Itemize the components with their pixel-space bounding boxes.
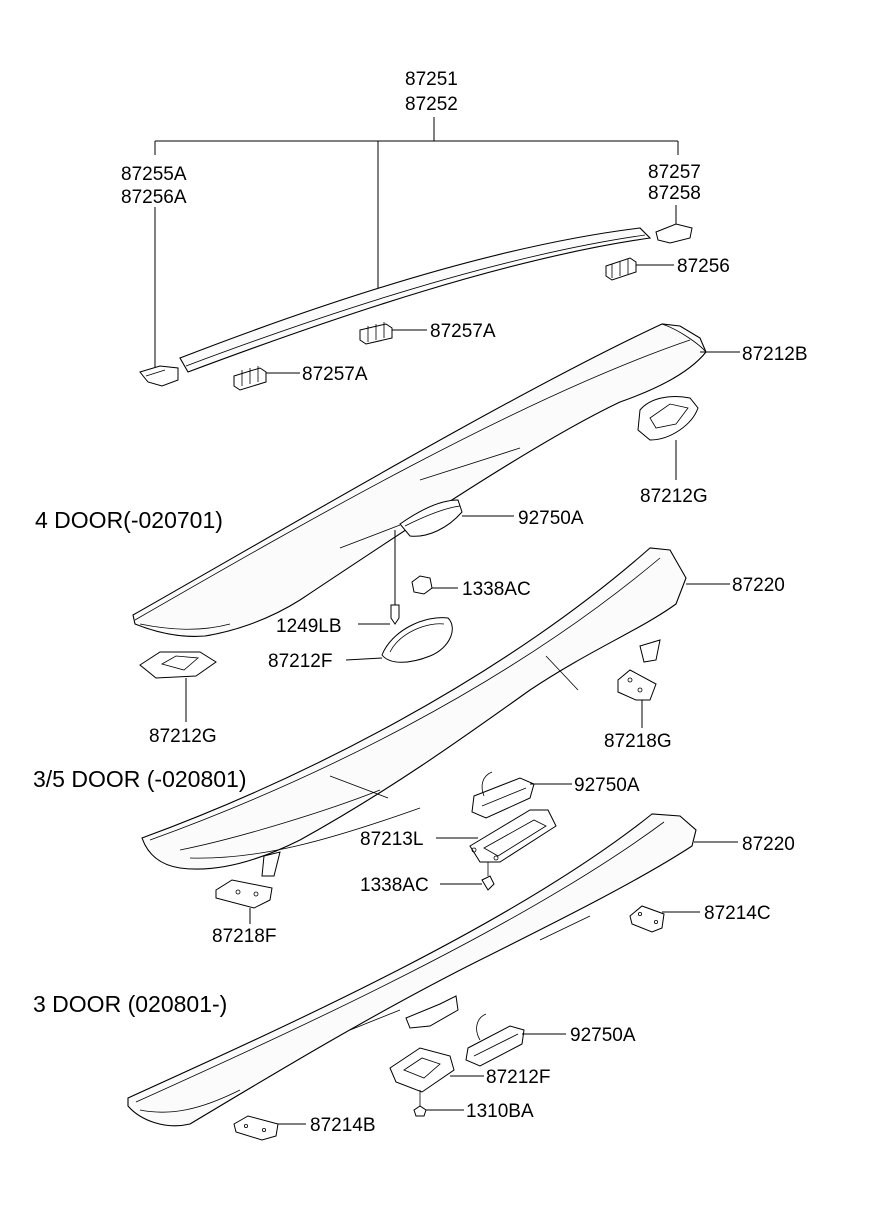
label-87251: 87251: [405, 69, 458, 90]
label-87218G: 87218G: [604, 731, 672, 752]
label-1338AC-lower: 1338AC: [360, 875, 429, 896]
spoiler-87212B: [132, 323, 707, 637]
label-87218F: 87218F: [212, 926, 276, 947]
section-3-5-door: 3/5 DOOR (-020801): [33, 766, 246, 792]
spoiler-3-door: [127, 813, 738, 1141]
plate-87214C: [629, 905, 665, 933]
roof-molding-assembly: 87251 87252 87255A 87256A 87257 87258 87…: [121, 69, 730, 391]
label-1249LB: 1249LB: [276, 616, 342, 637]
label-1338AC-upper: 1338AC: [462, 579, 531, 600]
label-87212F-lower: 87212F: [486, 1067, 550, 1088]
nut-1338AC-upper: [411, 575, 433, 595]
label-87256: 87256: [677, 256, 730, 277]
clip-87257A-upper: [359, 322, 427, 345]
housing-87213L: [469, 809, 557, 863]
label-87257A-lower: 87257A: [302, 364, 368, 385]
label-1310BA: 1310BA: [466, 1101, 534, 1122]
label-87212F-upper: 87212F: [268, 651, 332, 672]
label-87252: 87252: [405, 94, 458, 115]
clip-87256: [605, 257, 674, 281]
label-87220-upper: 87220: [732, 575, 785, 596]
roof-molding-strip: [179, 227, 652, 373]
label-87214B: 87214B: [310, 1115, 376, 1136]
spoiler-4-door: [132, 323, 740, 722]
nut-1310BA: [413, 1105, 427, 1117]
end-piece-87212G-right: [637, 396, 699, 441]
plate-87218F: [215, 879, 273, 909]
bracket-87212F-lower: [389, 1047, 455, 1093]
screw-1249LB: [390, 604, 400, 625]
spoiler-3-5-door: [141, 547, 730, 924]
label-87220-lower: 87220: [742, 834, 795, 855]
nut-1338AC-lower: [481, 875, 495, 891]
plate-87214B: [233, 1115, 279, 1141]
label-92750A-mid: 92750A: [574, 775, 640, 796]
section-3-door: 3 DOOR (020801-): [33, 991, 227, 1017]
label-92750A-lower: 92750A: [570, 1025, 636, 1046]
label-87212G-right: 87212G: [640, 486, 708, 507]
label-87257: 87257: [648, 162, 701, 183]
label-87214C: 87214C: [704, 903, 771, 924]
label-87212B: 87212B: [742, 344, 808, 365]
section-4-door: 4 DOOR(-020701): [35, 507, 223, 533]
brake-lamp-92750A-mid: [471, 777, 535, 819]
label-87212G-left: 87212G: [149, 726, 217, 747]
label-87213L: 87213L: [360, 829, 423, 850]
clip-87257A-lower: [233, 366, 300, 391]
label-92750A-upper: 92750A: [518, 508, 584, 529]
spoiler-87220-lower: [127, 813, 697, 1127]
end-cap-right: [655, 223, 693, 244]
label-87255A: 87255A: [121, 164, 187, 185]
label-87257A-upper: 87257A: [430, 321, 496, 342]
label-87256A: 87256A: [121, 187, 187, 208]
end-cap-left: [139, 365, 179, 387]
label-87258: 87258: [648, 183, 701, 204]
brake-lamp-92750A-lower: [465, 1025, 525, 1067]
plate-87218G: [617, 669, 657, 701]
pad-87212F-upper: [381, 617, 453, 663]
